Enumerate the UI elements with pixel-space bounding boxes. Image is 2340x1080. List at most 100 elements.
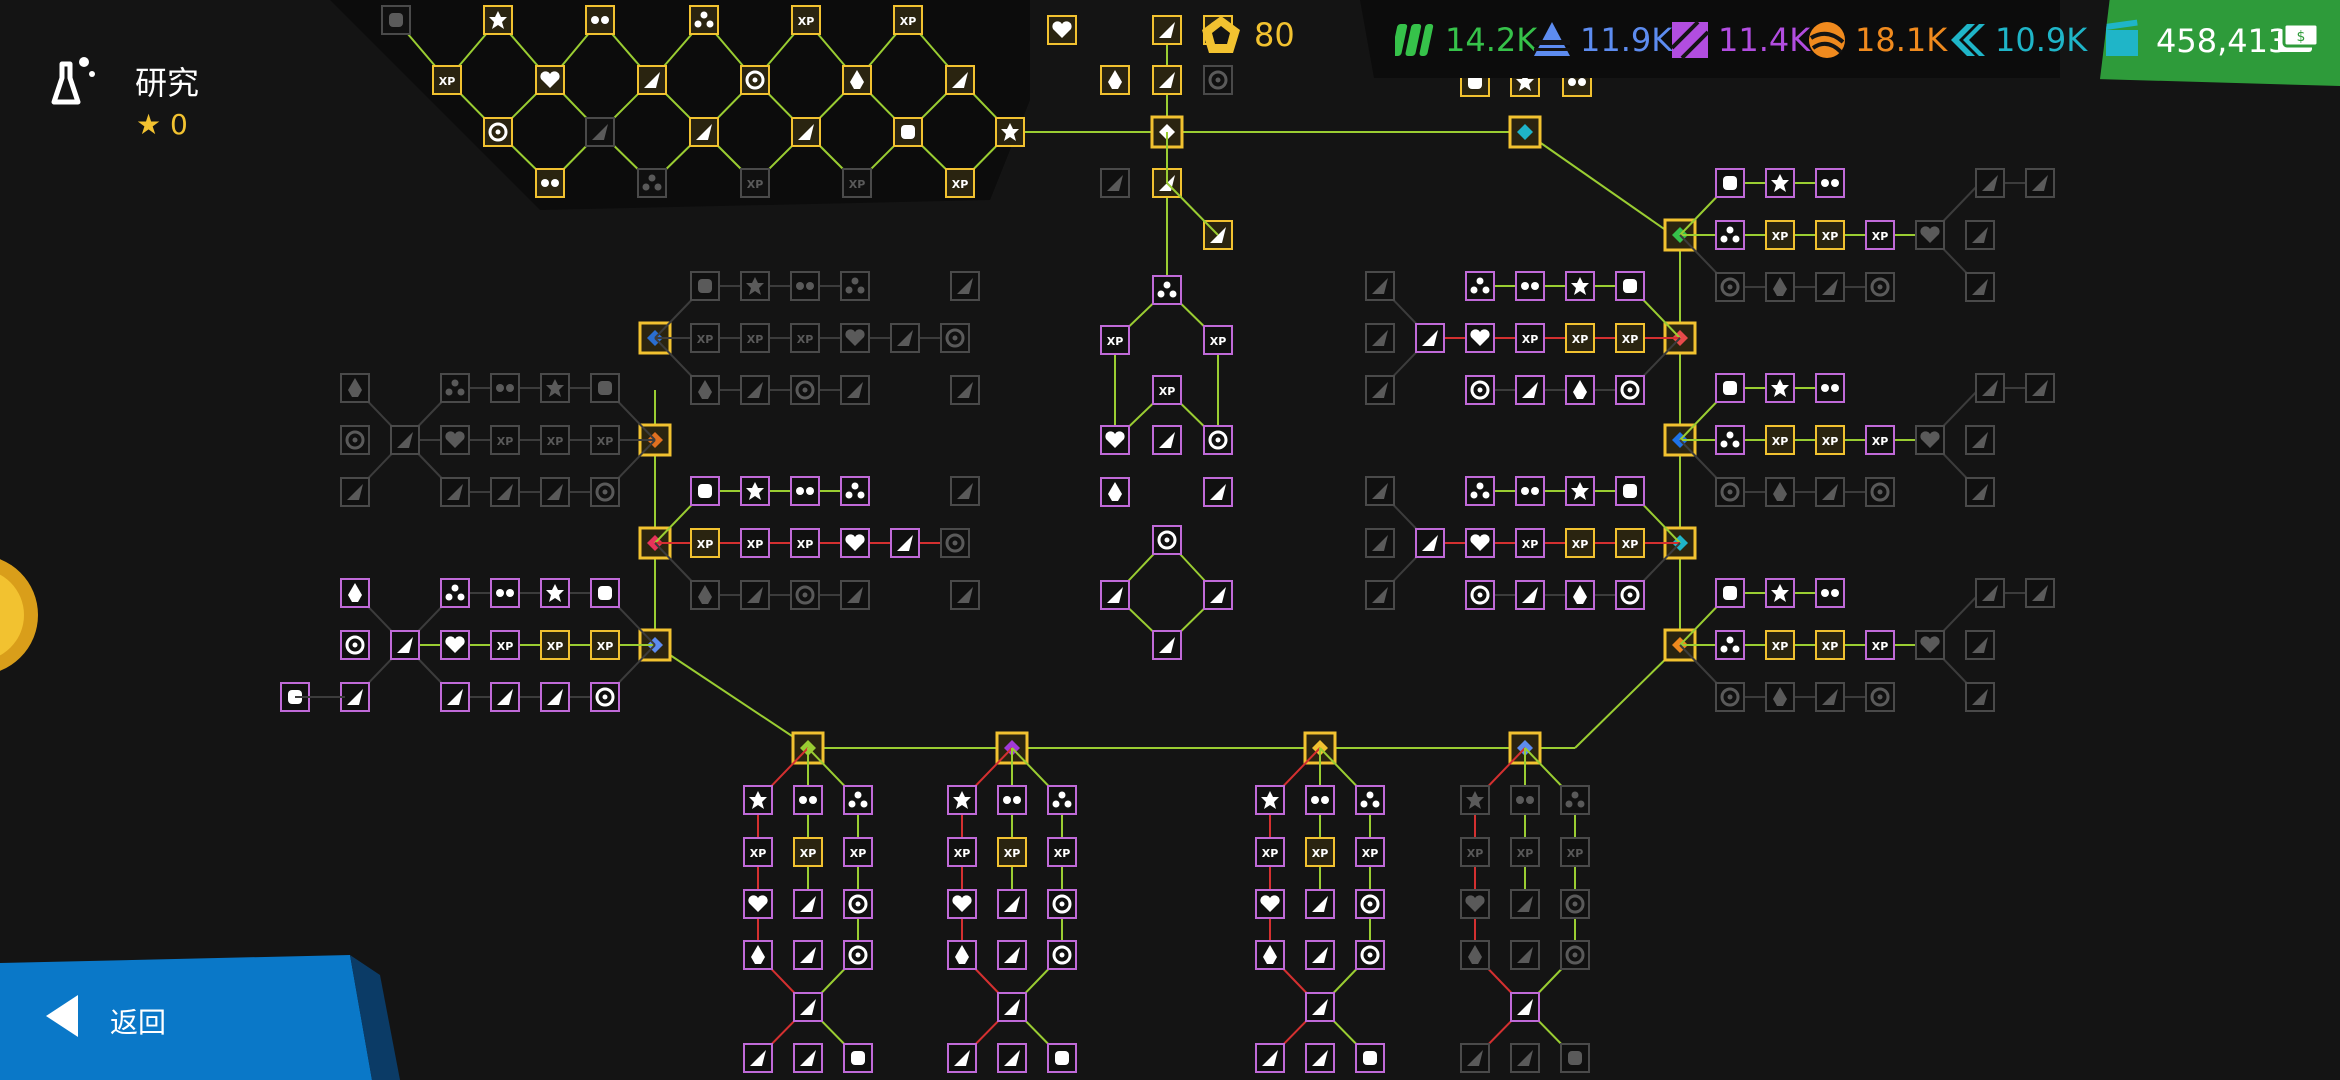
research-node-double-star[interactable] <box>790 271 820 301</box>
research-node-heart[interactable] <box>535 65 565 95</box>
research-node-tri-dots[interactable] <box>637 168 667 198</box>
research-node-heart[interactable] <box>947 889 977 919</box>
research-node-tri-dots[interactable] <box>689 5 719 35</box>
research-node-xp[interactable]: XP <box>1460 837 1490 867</box>
research-node-xp[interactable]: XP <box>1100 325 1130 355</box>
research-node-xp[interactable]: XP <box>1615 528 1645 558</box>
research-node-heart[interactable] <box>840 323 870 353</box>
research-node-star[interactable] <box>1765 373 1795 403</box>
research-node-xp[interactable]: XP <box>690 528 720 558</box>
research-node-pen[interactable] <box>1415 528 1445 558</box>
research-node-cog[interactable] <box>1203 65 1233 95</box>
research-node-pentagon[interactable] <box>440 682 470 712</box>
research-node-rocket[interactable] <box>1255 940 1285 970</box>
research-node-heart[interactable] <box>1915 630 1945 660</box>
research-node-cog[interactable] <box>483 117 513 147</box>
research-node-lightning[interactable] <box>340 682 370 712</box>
research-node-swirl[interactable] <box>1560 889 1590 919</box>
research-node-xp-plus[interactable]: XP <box>740 528 770 558</box>
research-node-xp-plus[interactable]: XP <box>1305 837 1335 867</box>
resource-cyan[interactable]: 10.9K <box>1945 18 2087 62</box>
research-node-tri-dots[interactable] <box>1560 785 1590 815</box>
research-node-drink[interactable] <box>947 1043 977 1073</box>
research-node-xp-max[interactable]: XP <box>1865 425 1895 455</box>
research-node-pen[interactable] <box>1965 220 1995 250</box>
research-node-fist[interactable] <box>1715 578 1745 608</box>
research-node-cog[interactable] <box>590 477 620 507</box>
research-node-fist[interactable] <box>893 117 923 147</box>
research-node-double-star[interactable] <box>1510 785 1540 815</box>
research-node-pentagon[interactable] <box>791 117 821 147</box>
research-node-cog[interactable] <box>1865 477 1895 507</box>
research-node-double-star[interactable] <box>997 785 1027 815</box>
research-node-xp[interactable]: XP <box>743 837 773 867</box>
research-node-swirl[interactable] <box>340 630 370 660</box>
research-node-heart[interactable] <box>440 425 470 455</box>
research-node-xp-max[interactable]: XP <box>1047 837 1077 867</box>
research-node-cog[interactable] <box>1355 940 1385 970</box>
research-node-coin[interactable] <box>1100 580 1130 610</box>
research-node-tri-dots[interactable] <box>840 476 870 506</box>
research-node-fist[interactable] <box>1355 1043 1385 1073</box>
research-node-cog[interactable] <box>590 682 620 712</box>
research-node-drink[interactable] <box>1975 168 2005 198</box>
research-node-tri-dots[interactable] <box>1152 275 1182 305</box>
research-node-fist[interactable] <box>590 373 620 403</box>
research-node-pen[interactable] <box>1152 15 1182 45</box>
research-node-xp-max[interactable]: XP <box>945 168 975 198</box>
research-node-swirl[interactable] <box>940 323 970 353</box>
research-node-pentagon[interactable] <box>950 580 980 610</box>
research-node-xp-max[interactable]: XP <box>1865 220 1895 250</box>
research-node-tri-dots[interactable] <box>843 785 873 815</box>
research-node-xp-plus[interactable]: XP <box>1815 425 1845 455</box>
research-node-pentagon[interactable] <box>1365 375 1395 405</box>
research-node-double-star[interactable] <box>1815 168 1845 198</box>
research-node-cog[interactable] <box>790 580 820 610</box>
research-node-lightning[interactable] <box>1815 272 1845 302</box>
research-node-xp[interactable]: XP <box>590 630 620 660</box>
research-node-heart[interactable] <box>1460 889 1490 919</box>
research-node-xp-plus[interactable]: XP <box>1510 837 1540 867</box>
research-node-pentagon[interactable] <box>2025 168 2055 198</box>
research-node-star[interactable] <box>995 117 1025 147</box>
research-node-cog[interactable] <box>1865 682 1895 712</box>
research-node-lightning[interactable] <box>793 940 823 970</box>
research-node-cog[interactable] <box>1465 580 1495 610</box>
research-node-swirl[interactable] <box>340 425 370 455</box>
research-node-pen[interactable] <box>1152 425 1182 455</box>
resource-green[interactable]: 14.2K <box>1395 18 1537 62</box>
research-node-lightning[interactable] <box>945 65 975 95</box>
research-node-drink[interactable] <box>1460 1043 1490 1073</box>
currency-gold[interactable]: 80 <box>1200 14 1295 56</box>
research-node-rocket[interactable] <box>1765 682 1795 712</box>
research-node-swirl[interactable] <box>740 65 770 95</box>
research-node-coin[interactable] <box>997 992 1027 1022</box>
research-node-cog[interactable] <box>790 375 820 405</box>
research-node-xp-max[interactable]: XP <box>1560 837 1590 867</box>
research-node-cog[interactable] <box>1047 940 1077 970</box>
research-node-lightning[interactable] <box>1515 580 1545 610</box>
research-node-swirl[interactable] <box>940 528 970 558</box>
research-node-tri-dots[interactable] <box>440 578 470 608</box>
research-node-xp-plus[interactable]: XP <box>740 323 770 353</box>
research-node-swirl[interactable] <box>1355 889 1385 919</box>
research-node-double-star[interactable] <box>790 476 820 506</box>
research-node-pen[interactable] <box>1965 425 1995 455</box>
research-node-pen[interactable] <box>1415 323 1445 353</box>
research-node-drink[interactable] <box>950 476 980 506</box>
research-hub-node[interactable] <box>1508 115 1542 149</box>
research-node-xp-max[interactable]: XP <box>432 65 462 95</box>
research-node-cog[interactable] <box>1152 525 1182 555</box>
research-node-tri-dots[interactable] <box>1715 425 1745 455</box>
research-node-xp[interactable]: XP <box>1255 837 1285 867</box>
research-node-heart[interactable] <box>743 889 773 919</box>
research-node-star[interactable] <box>1765 578 1795 608</box>
research-node-pen[interactable] <box>390 630 420 660</box>
research-node-pen[interactable] <box>890 528 920 558</box>
research-node-tri-dots[interactable] <box>1465 271 1495 301</box>
research-node-cog[interactable] <box>843 940 873 970</box>
research-node-xp-plus[interactable]: XP <box>842 168 872 198</box>
research-node-lightning[interactable] <box>1515 375 1545 405</box>
research-node-coin[interactable] <box>1365 476 1395 506</box>
research-node-rocket[interactable] <box>1460 940 1490 970</box>
